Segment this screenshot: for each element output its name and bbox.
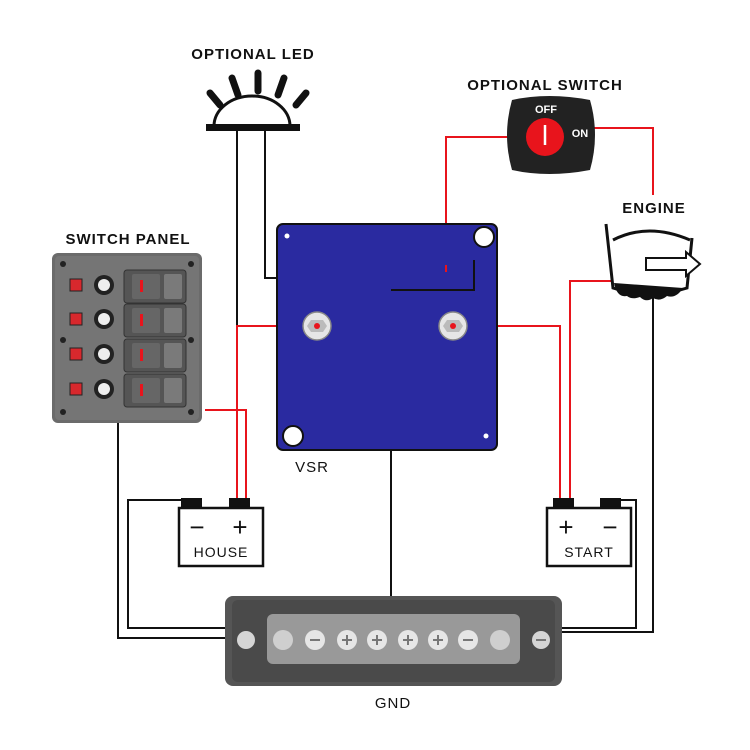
led-dome-icon	[206, 69, 310, 131]
optional-led-label: OPTIONAL LED	[191, 46, 314, 63]
start-battery: + − START	[545, 498, 633, 568]
gnd-bus-bar: GND	[225, 596, 562, 712]
panel-switch-row[interactable]	[69, 269, 187, 304]
optional-switch: OPTIONAL SWITCH OFF ON	[467, 77, 623, 174]
start-battery-body	[545, 506, 633, 568]
panel-screws	[60, 261, 194, 415]
vsr-stud-right	[438, 311, 468, 341]
house-battery: − + HOUSE	[177, 498, 265, 568]
engine-ground-wire	[540, 295, 654, 633]
rotary-switch-icon[interactable]: OFF ON	[507, 96, 595, 174]
house-battery-neg: −	[189, 512, 204, 542]
optional-led: OPTIONAL LED	[191, 46, 314, 131]
panel-switches	[69, 269, 187, 408]
house-positive-wire-2	[205, 409, 247, 505]
vsr-stud-left	[302, 311, 332, 341]
engine-icon	[604, 223, 702, 301]
house-battery-label: HOUSE	[194, 544, 249, 560]
gnd-label: GND	[375, 695, 411, 712]
engine: ENGINE	[604, 200, 702, 301]
start-battery-neg: −	[602, 512, 617, 542]
vsr: VSR	[276, 223, 498, 476]
vsr-body	[276, 223, 498, 451]
panel-switch-row[interactable]	[69, 303, 187, 338]
vsr-label: VSR	[295, 459, 329, 476]
start-battery-label: START	[564, 544, 614, 560]
switch-panel-label: SWITCH PANEL	[65, 231, 190, 248]
bus-bar-terminals	[237, 630, 550, 650]
panel-switch-row[interactable]	[69, 338, 187, 373]
house-battery-body	[177, 506, 265, 568]
optional-switch-label: OPTIONAL SWITCH	[467, 77, 623, 94]
start-battery-pos: +	[558, 512, 573, 542]
panel-switch-row[interactable]	[69, 373, 187, 408]
switch-on-label: ON	[572, 128, 589, 140]
switch-off-label: OFF	[535, 104, 557, 116]
engine-positive-wire	[569, 280, 612, 505]
engine-label: ENGINE	[622, 200, 686, 217]
switch-panel: SWITCH PANEL	[52, 231, 202, 423]
house-battery-pos: +	[232, 512, 247, 542]
switch-wire-on	[592, 127, 654, 195]
